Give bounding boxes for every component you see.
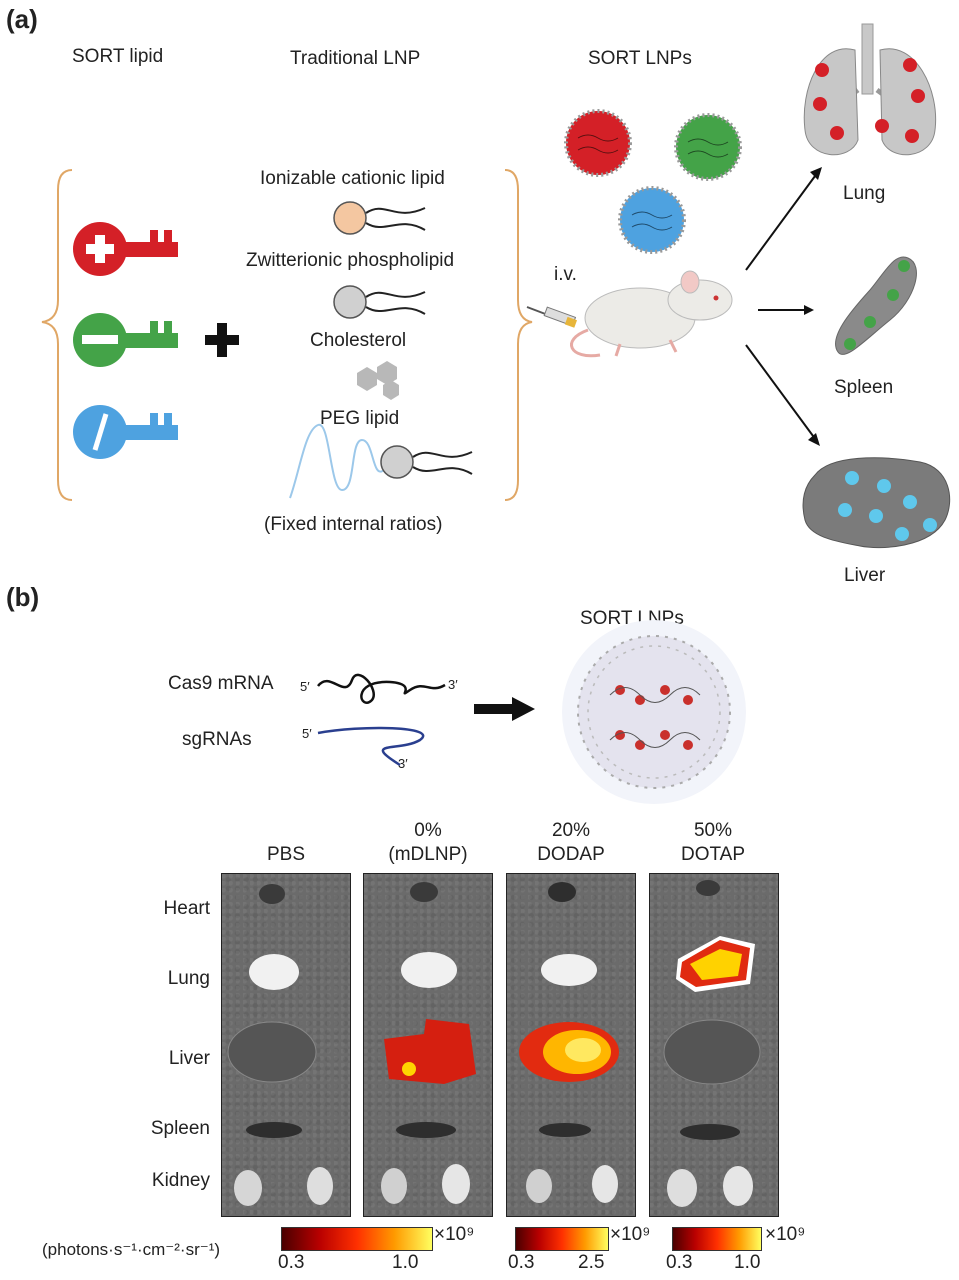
green-key-icon — [73, 313, 178, 367]
syringe-icon — [526, 306, 578, 328]
ionizable-lipid-label: Ionizable cationic lipid — [260, 168, 445, 189]
lung-label: Lung — [843, 183, 886, 204]
group-mdlnp-label: (mDLNP) — [388, 844, 468, 865]
colorbar-3-min: 0.3 — [666, 1252, 693, 1273]
cas9-mrna-strand — [317, 673, 446, 704]
traditional-lnp-title: Traditional LNP — [290, 48, 421, 69]
colorbar-1-min: 0.3 — [278, 1252, 305, 1273]
cholesterol-icon — [357, 361, 399, 400]
sort-lnps-title: SORT LNPs — [588, 48, 692, 69]
sgrna-3prime: 3′ — [398, 756, 408, 771]
spleen-label: Spleen — [834, 377, 894, 398]
group-dodap-pct: 20% — [551, 820, 591, 841]
colorbar-2 — [515, 1227, 609, 1251]
group-dotap-pct: 50% — [693, 820, 733, 841]
phospholipid-icon — [333, 285, 426, 319]
blue-lnp-icon — [618, 186, 686, 254]
liver-icon — [802, 457, 951, 549]
green-lnp-icon — [674, 113, 742, 181]
colorbar-1 — [281, 1227, 433, 1251]
group-dotap-label: DOTAP — [680, 844, 746, 865]
right-arrow-icon — [474, 697, 535, 721]
group-mdlnp-pct: 0% — [414, 820, 442, 841]
sgrnas-label: sgRNAs — [182, 729, 252, 750]
cas9-3prime: 3′ — [448, 677, 458, 692]
image-panel-dodap — [506, 873, 636, 1217]
colorbar-2-exp: ×10⁹ — [610, 1224, 651, 1245]
spleen-icon — [835, 256, 917, 355]
sgrna-5prime: 5′ — [302, 726, 312, 741]
colorbar-2-min: 0.3 — [508, 1252, 535, 1273]
arrow-to-liver-icon — [745, 344, 820, 446]
ionizable-lipid-icon — [333, 201, 426, 235]
colorbar-1-max: 1.0 — [392, 1252, 419, 1273]
group-dodap-label: DODAP — [537, 844, 605, 865]
liver-label: Liver — [844, 565, 886, 586]
red-key-icon — [73, 222, 178, 276]
panel-b-label: (b) — [6, 582, 40, 612]
mouse-icon — [570, 270, 733, 358]
arrow-to-spleen-icon — [758, 305, 814, 315]
cas9-label: Cas9 mRNA — [168, 673, 274, 694]
plus-icon — [205, 323, 239, 357]
red-lnp-icon — [564, 109, 632, 177]
peg-lipid-label: PEG lipid — [320, 408, 400, 429]
panel-a-label: (a) — [6, 4, 38, 34]
units-label: (photons·s⁻¹·cm⁻²·sr⁻¹) — [42, 1240, 221, 1259]
blue-key-icon — [73, 405, 178, 459]
peg-lipid-icon — [289, 424, 473, 499]
row-kidney-label: Kidney — [151, 1170, 210, 1191]
row-lung-label: Lung — [167, 968, 210, 989]
colorbar-3-exp: ×10⁹ — [765, 1224, 806, 1245]
colorbar-1-exp: ×10⁹ — [434, 1224, 475, 1245]
image-panel-dotap — [649, 873, 779, 1217]
row-liver-label: Liver — [168, 1048, 210, 1069]
sort-lipid-title: SORT lipid — [72, 46, 164, 67]
group-pbs-label: PBS — [266, 844, 306, 865]
sgrna-strand — [317, 726, 425, 767]
row-spleen-label: Spleen — [150, 1118, 210, 1139]
lung-icon — [803, 23, 937, 156]
row-heart-label: Heart — [163, 898, 210, 919]
cholesterol-label: Cholesterol — [310, 330, 407, 351]
fixed-ratios-label: (Fixed internal ratios) — [264, 514, 443, 535]
colorbar-2-max: 2.5 — [578, 1252, 605, 1273]
iv-label: i.v. — [554, 264, 577, 285]
colorbar-3-max: 1.0 — [734, 1252, 761, 1273]
arrow-to-lung-icon — [745, 167, 822, 271]
left-brace — [41, 169, 73, 501]
cas9-5prime: 5′ — [300, 679, 310, 694]
colorbar-3 — [672, 1227, 762, 1251]
image-panel-pbs — [221, 873, 351, 1217]
image-panel-mdlnp — [363, 873, 493, 1217]
right-brace — [504, 169, 533, 501]
sort-lnp-particle-icon — [562, 620, 746, 804]
zwitterionic-label: Zwitterionic phospholipid — [246, 250, 455, 271]
